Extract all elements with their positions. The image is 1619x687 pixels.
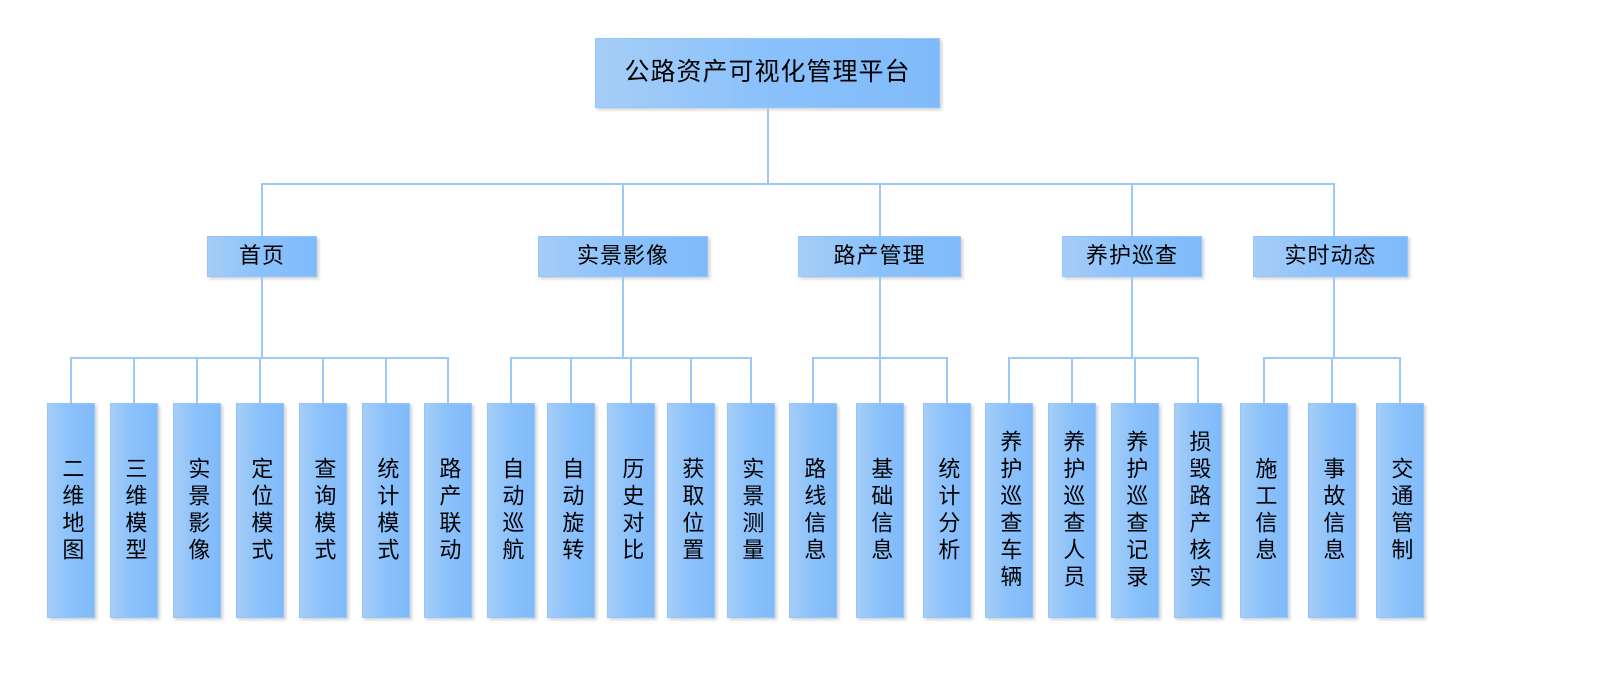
leaf-node-auto-rotate[interactable]: 自动旋转 [547,403,595,618]
connector-leaf-drop-realtime-3 [1399,357,1401,404]
connector-leaf-drop-maintenance-1 [1008,357,1010,404]
connector-leaf-drop-realtime-1 [1263,357,1265,404]
branch-node-label: 实景影像 [576,243,669,269]
branch-node-label: 养护巡查 [1085,243,1178,269]
leaf-node-3d-model[interactable]: 三维模型 [110,403,158,618]
connector-stem-realscene [622,277,624,358]
leaf-node-asset-linkage[interactable]: 路产联动 [424,403,472,618]
leaf-node-label: 自动巡航 [499,456,525,565]
leaf-node-label: 养护巡查车辆 [997,429,1023,592]
leaf-node-label: 养护巡查人员 [1060,429,1086,592]
connector-stem-roadasset [879,277,881,358]
branch-node-maintenance[interactable]: 养护巡查 [1062,236,1202,277]
connector-leaf-drop-realscene-3 [630,357,632,404]
connector-leaf-drop-home-5 [322,357,324,404]
leaf-node-label: 自动旋转 [559,456,585,565]
leaf-node-construction-info[interactable]: 施工信息 [1240,403,1288,618]
leaf-node-label: 实景测量 [739,456,765,565]
leaf-node-inspection-record[interactable]: 养护巡查记录 [1111,403,1159,618]
leaf-node-accident-info[interactable]: 事故信息 [1308,403,1356,618]
leaf-node-statistical-analysis[interactable]: 统计分析 [923,403,971,618]
leaf-node-label: 历史对比 [619,456,645,565]
leaf-node-real-scene-image[interactable]: 实景影像 [173,403,221,618]
connector-leaf-drop-realscene-1 [510,357,512,404]
leaf-node-query-mode[interactable]: 查询模式 [299,403,347,618]
connector-stem-home [261,277,263,358]
connector-leaf-drop-home-3 [196,357,198,404]
leaf-node-basic-info[interactable]: 基础信息 [856,403,904,618]
branch-node-label: 实时动态 [1284,243,1377,269]
branch-node-realtime[interactable]: 实时动态 [1253,236,1408,277]
leaf-node-label: 施工信息 [1252,456,1278,565]
leaf-node-label: 统计分析 [935,456,961,565]
leaf-node-label: 实景影像 [185,456,211,565]
leaf-node-inspection-personnel[interactable]: 养护巡查人员 [1048,403,1096,618]
branch-node-label: 路产管理 [833,243,926,269]
connector-leaf-drop-realscene-2 [570,357,572,404]
connector-drop-branch-1 [261,183,263,236]
connector-drop-branch-4 [1131,183,1133,236]
leaf-node-label: 定位模式 [248,456,274,565]
leaf-node-label: 损毁路产核实 [1186,429,1212,592]
connector-leaf-drop-home-6 [385,357,387,404]
connector-leaf-drop-maintenance-4 [1197,357,1199,404]
connector-leaf-drop-home-2 [133,357,135,404]
leaf-node-label: 二维地图 [59,456,85,565]
connector-leaf-drop-maintenance-3 [1134,357,1136,404]
connector-bus-maintenance [1008,357,1199,359]
branch-node-label: 首页 [238,243,285,269]
leaf-node-label: 事故信息 [1320,456,1346,565]
leaf-node-label: 路产联动 [436,456,462,565]
leaf-node-inspection-vehicle[interactable]: 养护巡查车辆 [985,403,1033,618]
connector-drop-branch-3 [879,183,881,236]
branch-node-realscene[interactable]: 实景影像 [538,236,708,277]
connector-leaf-drop-home-7 [447,357,449,404]
leaf-node-label: 交通管制 [1388,456,1414,565]
connector-level1-bus [261,183,1335,185]
connector-drop-branch-5 [1333,183,1335,236]
leaf-node-auto-cruise[interactable]: 自动巡航 [487,403,535,618]
connector-stem-realtime [1333,277,1335,358]
connector-leaf-drop-realscene-5 [750,357,752,404]
connector-leaf-drop-roadasset-2 [879,357,881,404]
connector-leaf-drop-maintenance-2 [1071,357,1073,404]
leaf-node-label: 统计模式 [374,456,400,565]
leaf-node-history-compare[interactable]: 历史对比 [607,403,655,618]
connector-leaf-drop-realscene-4 [690,357,692,404]
connector-stem-maintenance [1131,277,1133,358]
leaf-node-traffic-control[interactable]: 交通管制 [1376,403,1424,618]
branch-node-home[interactable]: 首页 [207,236,317,277]
leaf-node-route-info[interactable]: 路线信息 [789,403,837,618]
leaf-node-damage-verification[interactable]: 损毁路产核实 [1174,403,1222,618]
root-node-label: 公路资产可视化管理平台 [624,59,911,86]
leaf-node-stats-mode[interactable]: 统计模式 [362,403,410,618]
leaf-node-label: 三维模型 [122,456,148,565]
branch-node-roadasset[interactable]: 路产管理 [798,236,961,277]
leaf-node-label: 获取位置 [679,456,705,565]
leaf-node-scene-measure[interactable]: 实景测量 [727,403,775,618]
leaf-node-label: 查询模式 [311,456,337,565]
connector-leaf-drop-home-1 [70,357,72,404]
leaf-node-get-position[interactable]: 获取位置 [667,403,715,618]
leaf-node-2d-map[interactable]: 二维地图 [47,403,95,618]
root-node-platform[interactable]: 公路资产可视化管理平台 [595,38,940,108]
connector-drop-branch-2 [622,183,624,236]
connector-leaf-drop-roadasset-1 [812,357,814,404]
connector-root-stem [767,108,769,184]
connector-leaf-drop-realtime-2 [1331,357,1333,404]
leaf-node-locate-mode[interactable]: 定位模式 [236,403,284,618]
connector-leaf-drop-home-4 [259,357,261,404]
leaf-node-label: 养护巡查记录 [1123,429,1149,592]
connector-leaf-drop-roadasset-3 [946,357,948,404]
leaf-node-label: 基础信息 [868,456,894,565]
leaf-node-label: 路线信息 [801,456,827,565]
